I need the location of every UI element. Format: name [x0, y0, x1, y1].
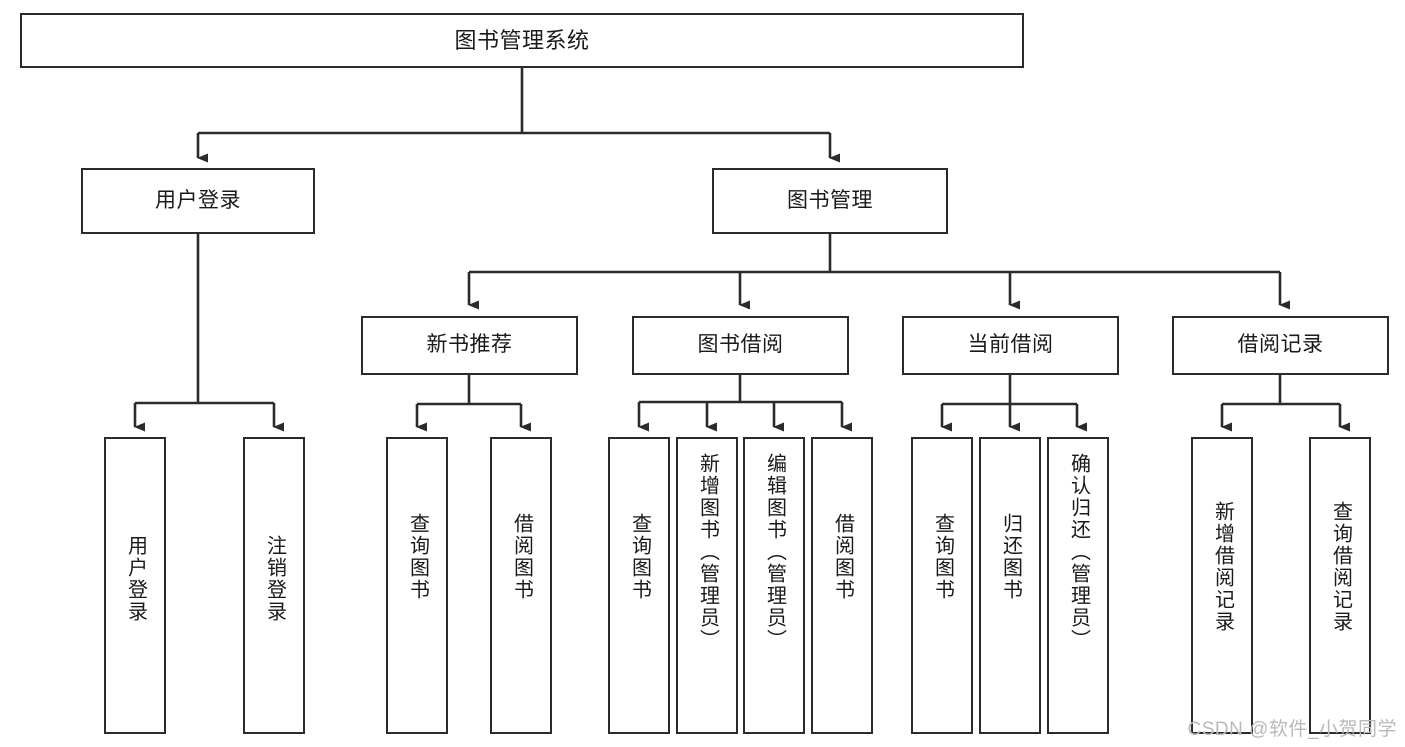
- node-leaf-query-record[interactable]: 查询借阅记录: [1309, 437, 1371, 734]
- node-leaf-add-book[interactable]: 新增图书（管理员）: [676, 437, 738, 734]
- node-user-login[interactable]: 用户登录: [81, 168, 315, 234]
- node-leaf-logout[interactable]: 注销登录: [243, 437, 305, 734]
- node-borrow-record[interactable]: 借阅记录: [1172, 316, 1389, 375]
- node-leaf-logout-label: 注销登录: [263, 535, 286, 623]
- node-leaf-user-login[interactable]: 用户登录: [104, 437, 166, 734]
- node-leaf-return-book[interactable]: 归还图书: [979, 437, 1041, 734]
- node-book-borrow-label: 图书借阅: [697, 333, 784, 357]
- node-leaf-add-book-label: 新增图书（管理员）: [696, 453, 719, 651]
- node-book-manage[interactable]: 图书管理: [712, 168, 948, 234]
- node-borrow-record-label: 借阅记录: [1237, 333, 1324, 357]
- node-root-label: 图书管理系统: [454, 27, 590, 53]
- node-leaf-borrow-book-2[interactable]: 借阅图书: [811, 437, 873, 734]
- node-leaf-confirm-return-label: 确认归还（管理员）: [1067, 453, 1090, 651]
- node-leaf-add-record-label: 新增借阅记录: [1211, 501, 1234, 633]
- node-book-manage-label: 图书管理: [787, 188, 873, 212]
- node-leaf-query-book-3[interactable]: 查询图书: [911, 437, 973, 734]
- node-leaf-return-book-label: 归还图书: [999, 513, 1022, 601]
- node-leaf-edit-book-label: 编辑图书（管理员）: [763, 453, 786, 651]
- node-leaf-query-book-2-label: 查询图书: [628, 513, 651, 601]
- node-book-borrow[interactable]: 图书借阅: [632, 316, 849, 375]
- node-leaf-borrow-book-2-label: 借阅图书: [831, 513, 854, 601]
- csdn-watermark: CSDN @软件_小贺同学: [1187, 719, 1397, 740]
- node-leaf-query-book-3-label: 查询图书: [931, 513, 954, 601]
- node-current-borrow-label: 当前借阅: [967, 333, 1054, 357]
- node-leaf-query-book-2[interactable]: 查询图书: [608, 437, 670, 734]
- node-leaf-borrow-book-1-label: 借阅图书: [510, 513, 533, 601]
- node-root[interactable]: 图书管理系统: [20, 13, 1024, 68]
- node-leaf-user-login-label: 用户登录: [124, 535, 147, 623]
- node-leaf-query-record-label: 查询借阅记录: [1329, 501, 1352, 633]
- node-leaf-edit-book[interactable]: 编辑图书（管理员）: [743, 437, 805, 734]
- node-leaf-borrow-book-1[interactable]: 借阅图书: [490, 437, 552, 734]
- node-leaf-confirm-return[interactable]: 确认归还（管理员）: [1047, 437, 1109, 734]
- node-leaf-query-book-1[interactable]: 查询图书: [386, 437, 448, 734]
- node-leaf-add-record[interactable]: 新增借阅记录: [1191, 437, 1253, 734]
- node-new-book-recommend[interactable]: 新书推荐: [361, 316, 578, 375]
- node-current-borrow[interactable]: 当前借阅: [902, 316, 1119, 375]
- node-user-login-label: 用户登录: [155, 188, 241, 212]
- node-new-book-recommend-label: 新书推荐: [426, 333, 513, 357]
- node-leaf-query-book-1-label: 查询图书: [406, 513, 429, 601]
